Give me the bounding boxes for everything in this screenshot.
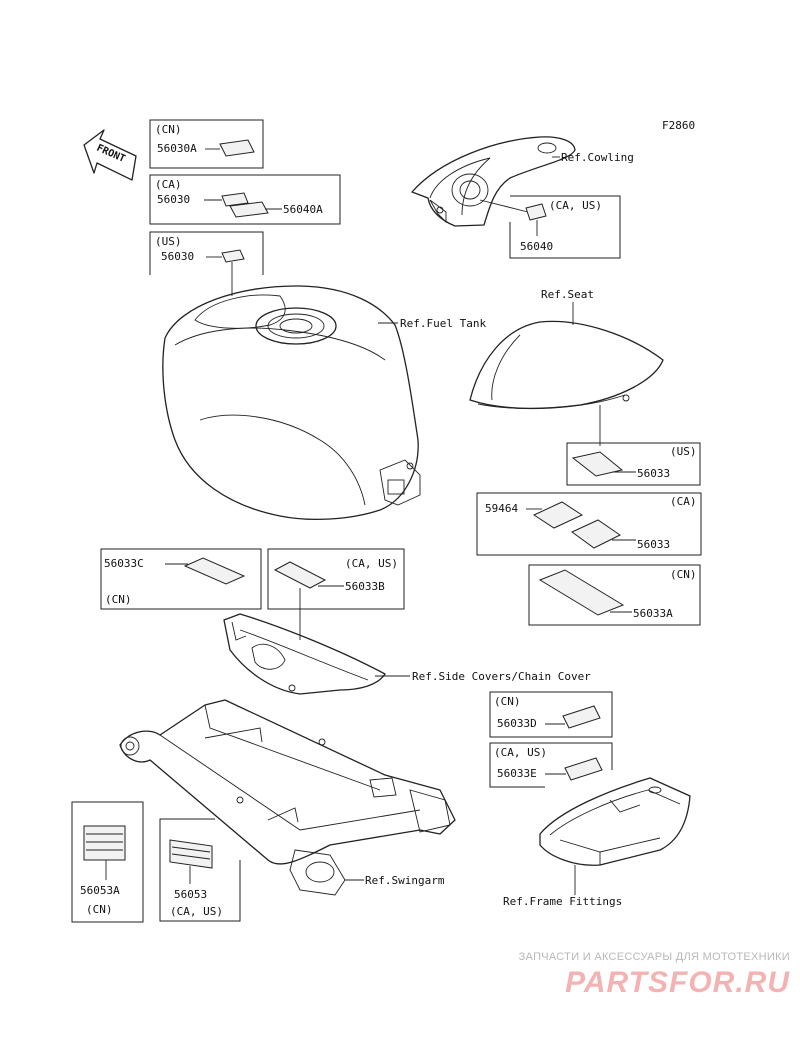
box-ca-top-part-b: 56040A (283, 203, 323, 216)
ref-cowling: Ref.Cowling (561, 151, 634, 164)
decal-56040 (525, 203, 547, 221)
decal-56033c (183, 557, 246, 585)
box-ca-top: (CA) 56030 56040A (149, 174, 341, 225)
decal-56033e (564, 757, 603, 781)
cowling-part (411, 136, 576, 227)
frame-fittings-part (539, 777, 691, 866)
ref-seat: Ref.Seat (541, 288, 594, 301)
watermark-tagline: ЗАПЧАСТИ И АКСЕССУАРЫ ДЛЯ МОТОТЕХНИКИ (518, 951, 790, 963)
box-seat-us: (US) 56033 (566, 442, 701, 486)
box-swing-cn: 56053A (CN) (71, 801, 144, 923)
box-cn-top-region: (CN) (155, 123, 182, 136)
box-cowling: (CA, US) 56040 (479, 195, 621, 259)
box-seat-us-part: 56033 (637, 467, 670, 480)
watermark-logo: PARTSFOR.RU (565, 966, 790, 999)
box-side-cn: 56033C (CN) (100, 548, 262, 610)
box-seat-cn-region: (CN) (670, 568, 697, 581)
box-us-top-region: (US) (155, 235, 182, 248)
decal-56030-ca (221, 192, 249, 207)
box-ca-top-region: (CA) (155, 178, 182, 191)
box-frame-caus-region: (CA, US) (494, 746, 547, 759)
box-swing-caus-region: (CA, US) (170, 905, 223, 918)
decal-56053 (169, 839, 213, 869)
box-frame-cn-part: 56033D (497, 717, 537, 730)
decal-56053a (83, 825, 126, 861)
decal-59464 (532, 501, 584, 529)
box-side-caus-region: (CA, US) (345, 557, 398, 570)
box-swing-caus-part: 56053 (174, 888, 207, 901)
box-side-cn-region: (CN) (105, 593, 132, 606)
box-swing-cn-region: (CN) (86, 903, 113, 916)
swingarm-part (119, 699, 456, 896)
decal-56030a (219, 139, 255, 157)
ref-swingarm: Ref.Swingarm (365, 874, 445, 887)
box-cn-top: (CN) 56030A (149, 119, 264, 169)
decal-56033b (273, 561, 327, 589)
box-side-caus: (CA, US) 56033B (267, 548, 405, 640)
figure-code: F2860 (662, 119, 695, 132)
decal-56040a (229, 201, 269, 218)
box-cowling-region: (CA, US) (549, 199, 602, 212)
chain-cover-part (223, 613, 386, 695)
box-us-top-part: 56030 (161, 250, 194, 263)
front-arrow-icon: FRONT (83, 129, 137, 181)
decal-56033d (562, 705, 601, 729)
box-ca-top-part-a: 56030 (157, 193, 190, 206)
box-swing-caus: 56053 (CA, US) (159, 818, 241, 922)
box-us-top: (US) 56030 (149, 231, 264, 296)
box-frame-cn: (CN) 56033D (489, 691, 613, 738)
box-seat-us-region: (US) (670, 445, 697, 458)
box-seat-cn-part: 56033A (633, 607, 673, 620)
fuel-tank-part (162, 285, 421, 521)
ref-fuel-tank: Ref.Fuel Tank (400, 317, 486, 330)
decal-56030-us (221, 249, 245, 263)
ref-side-covers: Ref.Side Covers/Chain Cover (412, 670, 591, 683)
box-seat-ca: (CA) 59464 56033 (476, 492, 702, 556)
box-frame-cn-region: (CN) (494, 695, 521, 708)
box-seat-ca-part-b: 56033 (637, 538, 670, 551)
box-side-cn-part: 56033C (104, 557, 144, 570)
box-side-caus-part: 56033B (345, 580, 385, 593)
box-frame-caus-part: 56033E (497, 767, 537, 780)
box-seat-ca-region: (CA) (670, 495, 697, 508)
front-label: FRONT (95, 143, 127, 165)
box-cn-top-part: 56030A (157, 142, 197, 155)
decal-56033-ca (571, 519, 621, 549)
box-seat-cn: (CN) 56033A (528, 564, 701, 626)
decal-56033a (538, 569, 625, 616)
box-swing-cn-part: 56053A (80, 884, 120, 897)
box-seat-ca-part-a: 59464 (485, 502, 518, 515)
ref-frame-fittings: Ref.Frame Fittings (503, 895, 622, 908)
box-frame-caus: (CA, US) 56033E (489, 742, 613, 788)
seat-part (469, 320, 664, 410)
decal-56033-us (571, 451, 624, 477)
box-cowling-part: 56040 (520, 240, 553, 253)
